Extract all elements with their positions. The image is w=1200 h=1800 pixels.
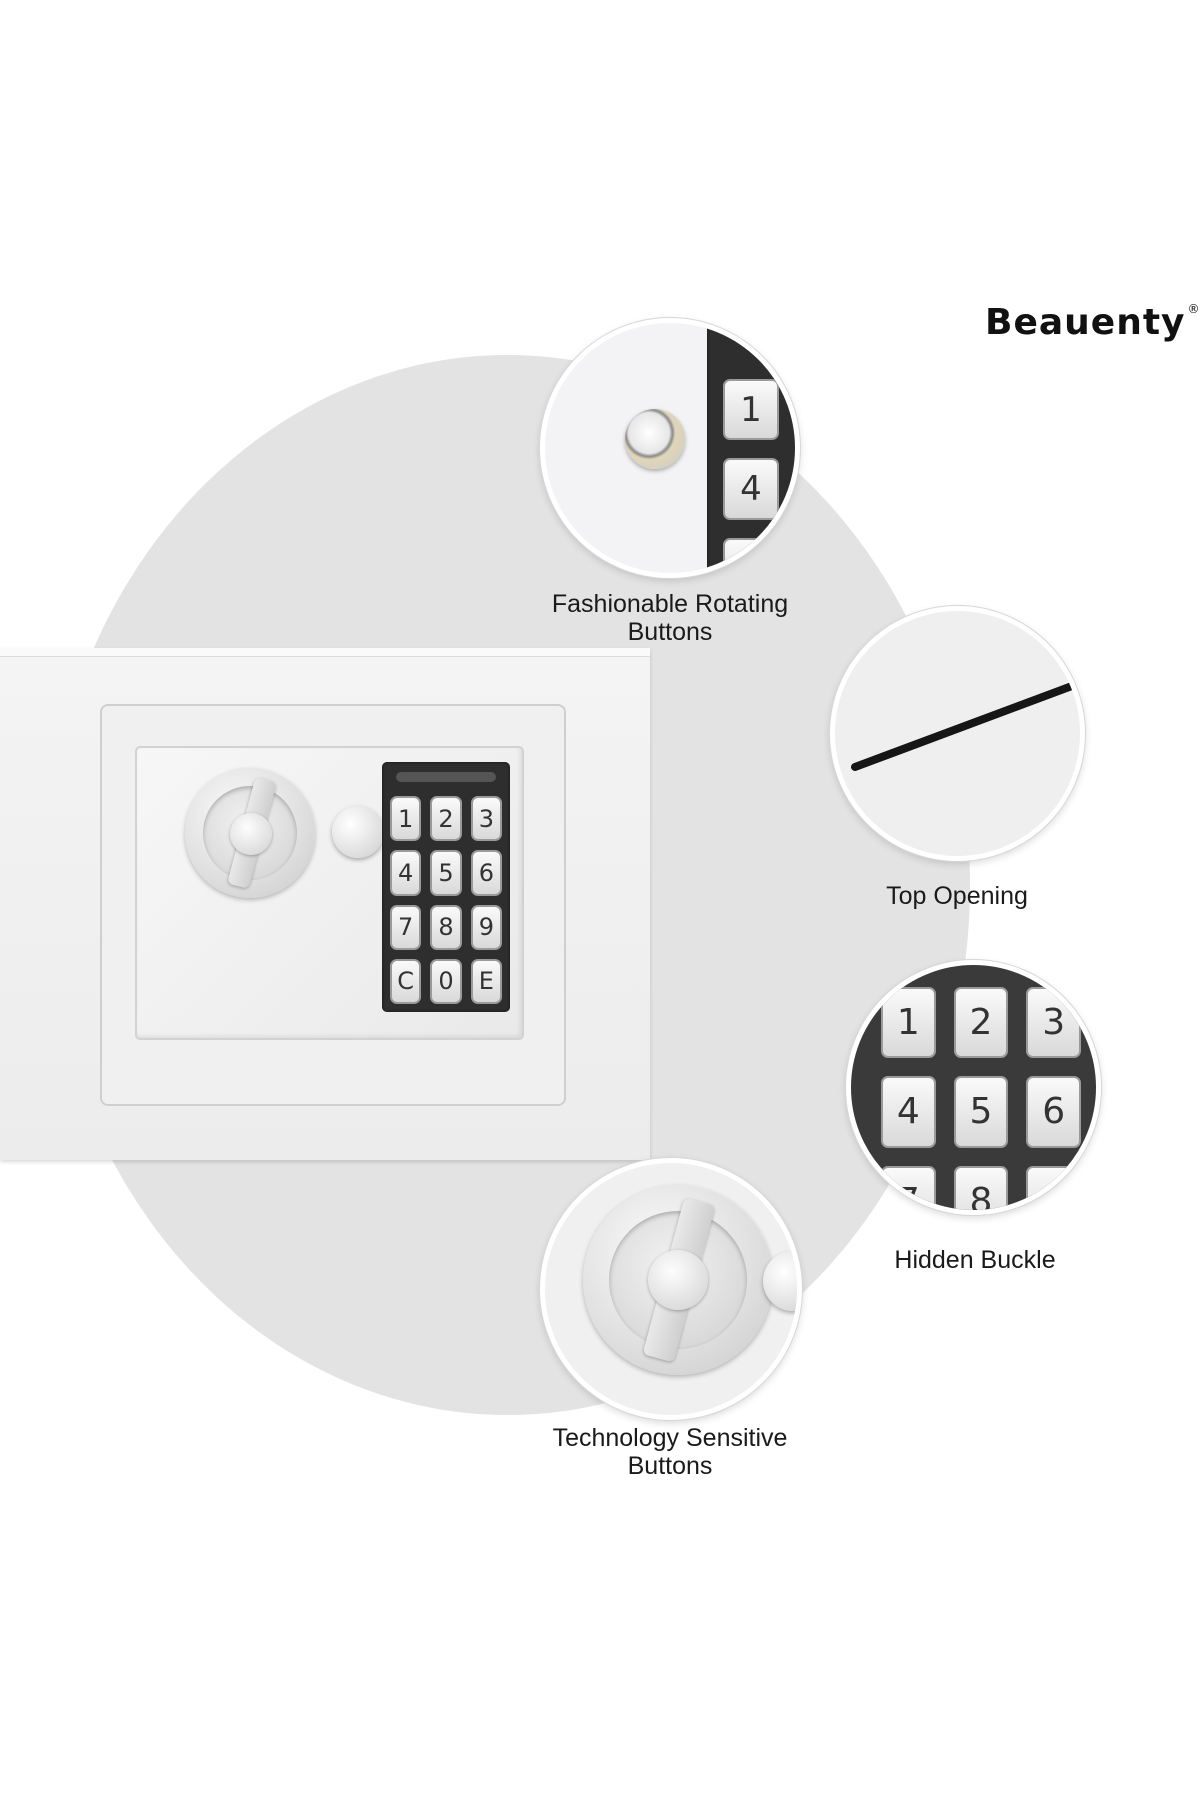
brand-logo-text: Beauenty [985, 302, 1186, 343]
caption-sensitive-buttons: Technology Sensitive Buttons [510, 1424, 830, 1480]
detail-rotating-knob-hub [648, 1250, 708, 1310]
keypad-key-6: 6 [470, 850, 502, 896]
key-lock-icon [625, 409, 685, 469]
keypad-key-9: 9 [1026, 1165, 1081, 1210]
keypad-key-c: C [390, 958, 422, 1004]
keypad-key-4: 4 [723, 458, 779, 520]
keypad-key-5: 5 [430, 850, 462, 896]
keyhole-cover [332, 806, 384, 858]
keypad-key-2: 2 [430, 796, 462, 842]
detail-keypad-side-keys: 1 4 7 [723, 379, 779, 573]
safe-top-face [0, 648, 650, 657]
caption-line: Technology Sensitive [552, 1424, 788, 1452]
keypad-key-3: 3 [470, 796, 502, 842]
detail-circle-sensitive-buttons [540, 1158, 802, 1420]
keypad-key-6: 6 [1026, 1076, 1081, 1148]
keypad-key-3: 3 [1026, 987, 1081, 1059]
caption-top-opening: Top Opening [797, 882, 1117, 910]
keypad-key-4: 4 [390, 850, 422, 896]
caption-line: Hidden Buckle [894, 1246, 1056, 1274]
brand-logo: Beauenty® [985, 302, 1200, 343]
detail-rotating-knob [583, 1185, 773, 1375]
rotating-knob-hub [230, 813, 272, 855]
keypad-key-e: E [470, 958, 502, 1004]
caption-hidden-buckle: Hidden Buckle [815, 1246, 1135, 1274]
caption-rotating-buttons: Fashionable Rotating Buttons [510, 590, 830, 646]
keypad-key-1: 1 [390, 796, 422, 842]
rotating-knob [185, 768, 315, 898]
keypad-key-7: 7 [881, 1165, 936, 1210]
keypad-key-4: 4 [881, 1076, 936, 1148]
keypad-key-9: 9 [470, 904, 502, 950]
keypad-key-5: 5 [953, 1076, 1009, 1148]
keypad-key-8: 8 [430, 904, 462, 950]
keypad-key-1: 1 [723, 379, 779, 441]
caption-line: Buttons [627, 1452, 713, 1480]
keypad-key-7: 7 [390, 904, 422, 950]
registered-mark: ® [1187, 302, 1200, 316]
caption-line: Fashionable Rotating [551, 590, 789, 618]
keypad-key-0: 0 [430, 958, 462, 1004]
keypad-key-8: 8 [953, 1165, 1009, 1210]
detail-keypad-edge: 1 4 7 [707, 323, 795, 573]
top-opening-slot [851, 679, 1080, 771]
caption-line: Top Opening [886, 882, 1028, 910]
keypad-indicator-lights [396, 772, 496, 782]
top-opening-slot-icon [851, 679, 1080, 771]
caption-line: Buttons [627, 618, 713, 646]
keypad-key-2: 2 [953, 987, 1009, 1059]
detail-circle-rotating-buttons: 1 4 7 [540, 318, 800, 578]
keypad-key-7: 7 [723, 537, 779, 573]
keypad-key-1: 1 [881, 987, 936, 1059]
detail-circle-top-opening [830, 606, 1085, 861]
